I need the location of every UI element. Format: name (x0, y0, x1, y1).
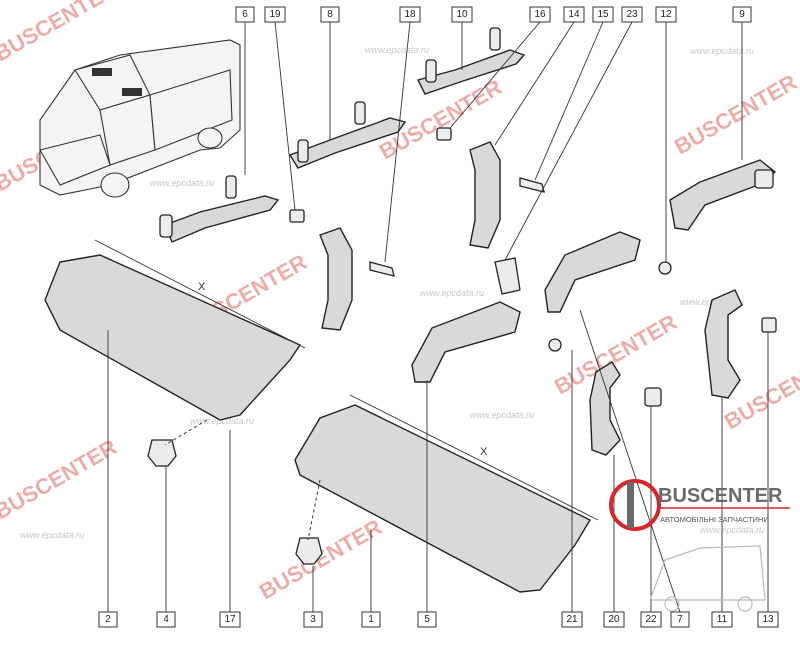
grab-handle-14 (469, 141, 501, 249)
svg-text:12: 12 (660, 9, 672, 20)
svg-text:17: 17 (224, 614, 236, 625)
callout-21: 21 (561, 611, 583, 628)
callout-5: 5 (417, 611, 437, 628)
watermark-epc-2: www.epcdata.ru (365, 45, 429, 55)
watermark-epc-9: www.epcdata.ru (700, 525, 764, 535)
clip-3 (295, 537, 323, 565)
logo-circle-icon (609, 479, 661, 531)
grab-handle-5 (411, 301, 521, 383)
watermark-brand-1: BUSCENTER (0, 0, 121, 66)
screw-12 (658, 261, 672, 275)
svg-text:14: 14 (568, 9, 580, 20)
svg-text:1: 1 (368, 614, 374, 625)
clip-22 (644, 387, 662, 407)
callout-2: 2 (98, 611, 118, 628)
buscenter-logo: BUSCENTER АВТОМОБІЛЬНІ ЗАПЧАСТИНИ (609, 479, 790, 612)
watermark-epc-4: www.epcdata.ru (470, 410, 534, 420)
svg-text:7: 7 (677, 614, 683, 625)
grab-handle-8 (288, 101, 407, 169)
watermark-brand-3: BUSCENTER (670, 69, 800, 159)
svg-text:13: 13 (762, 614, 774, 625)
callout-9: 9 (732, 6, 752, 23)
clip-16 (436, 127, 452, 141)
logo-tagline: АВТОМОБІЛЬНІ ЗАПЧАСТИНИ (660, 515, 769, 524)
screw-21 (548, 338, 562, 352)
callout-16: 16 (529, 6, 551, 23)
watermark-brand-8: BUSCENTER (255, 514, 386, 604)
svg-text:22: 22 (645, 614, 657, 625)
svg-text:10: 10 (456, 9, 468, 20)
svg-text:2: 2 (105, 614, 111, 625)
callout-18: 18 (399, 6, 421, 23)
watermark-epc-5: www.epcdata.ru (190, 416, 254, 426)
dimension-mark-left: X (198, 281, 206, 293)
callout-6: 6 (235, 6, 255, 23)
callout-12: 12 (655, 6, 677, 23)
callout-1: 1 (361, 611, 381, 628)
svg-text:21: 21 (566, 614, 578, 625)
van-illustration (39, 39, 241, 198)
svg-text:6: 6 (242, 9, 248, 20)
callout-15: 15 (592, 6, 614, 23)
svg-text:11: 11 (717, 614, 728, 625)
callout-8: 8 (320, 6, 340, 23)
svg-text:15: 15 (597, 9, 609, 20)
svg-text:19: 19 (269, 9, 281, 20)
grab-handle-6 (159, 175, 280, 243)
callout-23: 23 (621, 6, 643, 23)
svg-text:3: 3 (310, 614, 316, 625)
callout-3: 3 (303, 611, 323, 628)
grab-handle-10 (416, 27, 526, 95)
logo-name: BUSCENTER (658, 485, 783, 507)
callout-22: 22 (640, 611, 662, 628)
grab-handle-7 (544, 231, 641, 313)
grab-handle-9 (669, 159, 777, 231)
watermark-brand-7: BUSCENTER (0, 434, 121, 524)
callout-17: 17 (219, 611, 241, 628)
callout-20: 20 (603, 611, 625, 628)
callout-7: 7 (670, 611, 690, 628)
svg-text:9: 9 (739, 9, 745, 20)
callout-14: 14 (563, 6, 585, 23)
leader-lines (107, 21, 769, 613)
watermark-brand-6: BUSCENTER (550, 309, 681, 399)
svg-text:4: 4 (163, 614, 169, 625)
sun-visor-left: X (44, 239, 306, 446)
clip-13 (761, 317, 777, 333)
screw-18 (369, 261, 395, 277)
callout-4: 4 (156, 611, 176, 628)
svg-text:8: 8 (327, 9, 333, 20)
svg-text:5: 5 (424, 614, 430, 625)
dimension-mark-right: X (480, 446, 488, 458)
callout-10: 10 (451, 6, 473, 23)
callout-13: 13 (757, 611, 779, 628)
svg-text:23: 23 (626, 9, 638, 20)
svg-text:18: 18 (404, 9, 416, 20)
svg-text:16: 16 (534, 9, 546, 20)
screw-15 (519, 177, 545, 193)
fasteners (147, 127, 777, 565)
watermark-epc-1: www.epcdata.ru (150, 178, 214, 188)
watermark-epc-7: www.epcdata.ru (690, 46, 754, 56)
grab-handle-11 (704, 289, 743, 399)
watermark-epc-8: www.epcdata.ru (20, 530, 84, 540)
logo-van-icon (649, 545, 766, 601)
clip-19 (289, 209, 305, 223)
callout-11: 11 (711, 611, 733, 628)
clip-4 (147, 439, 177, 467)
cover-23 (494, 257, 521, 295)
sun-visor-right: X (294, 394, 599, 593)
watermark-epc-3: www.epcdata.ru (420, 288, 484, 298)
grab-handle-18 (319, 227, 353, 331)
grab-handle-20 (589, 361, 621, 456)
svg-text:20: 20 (608, 614, 620, 625)
callout-19: 19 (264, 6, 286, 23)
